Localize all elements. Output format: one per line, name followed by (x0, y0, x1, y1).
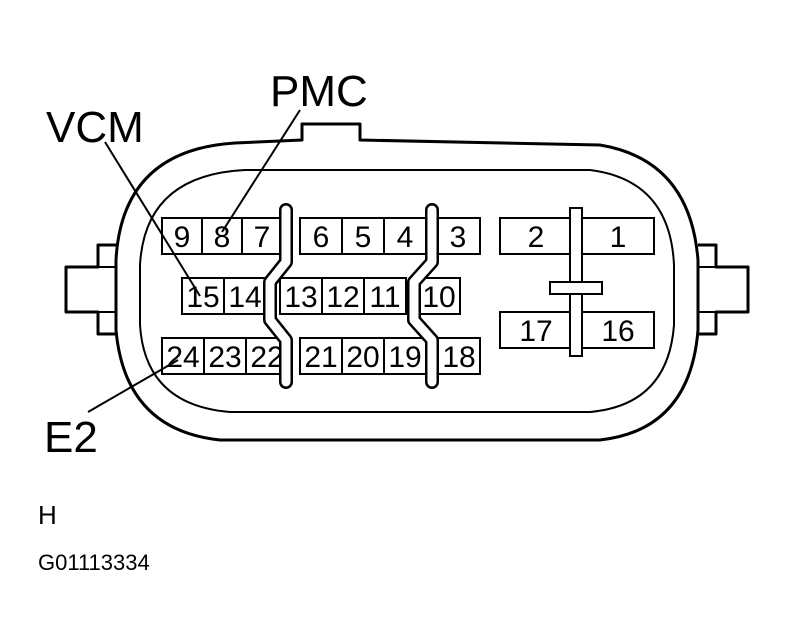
pin-1: 1 (610, 221, 627, 254)
connector-id-label: H (38, 500, 57, 530)
pin-19: 19 (388, 341, 421, 374)
pin-24: 24 (166, 341, 199, 374)
pin-cell-14 (223, 277, 267, 315)
pin-12: 12 (326, 281, 359, 314)
pin-cell-1 (581, 217, 655, 255)
pin-cell-10 (417, 277, 461, 315)
pin-14: 14 (228, 281, 261, 314)
pin-21: 21 (304, 341, 337, 374)
pin-3: 3 (450, 221, 467, 254)
pin-18: 18 (442, 341, 475, 374)
pin-cell-13 (279, 277, 323, 315)
pin-23: 23 (208, 341, 241, 374)
pin-cell-8 (201, 217, 243, 255)
pin-block-right: 2 1 17 16 (499, 207, 655, 357)
pin-cell-11 (363, 277, 407, 315)
pin-9: 9 (174, 221, 191, 254)
pin-cell-4 (383, 217, 427, 255)
pin-17: 17 (519, 315, 552, 348)
pin-7: 7 (254, 221, 271, 254)
pin-row-2: 15 14 13 12 11 10 (181, 277, 461, 315)
pin-4: 4 (397, 221, 414, 254)
figure-code: G01113334 (38, 550, 150, 575)
pin-cell-24 (161, 337, 205, 375)
pin-5: 5 (355, 221, 372, 254)
pin-22: 22 (250, 341, 283, 374)
pin-cell-2 (499, 217, 573, 255)
pin-cell-12 (321, 277, 365, 315)
e2-leader (87, 359, 179, 413)
leader-lines (87, 109, 301, 413)
pin-16: 16 (601, 315, 634, 348)
pin-20: 20 (346, 341, 379, 374)
pin-cell-23 (203, 337, 247, 375)
right-divider-crossbar (549, 281, 603, 295)
pin-cell-21 (299, 337, 343, 375)
pin-2: 2 (528, 221, 545, 254)
pmc-label: PMC (270, 67, 368, 116)
pin-6: 6 (313, 221, 330, 254)
pin-row-1: 9 8 7 6 5 4 3 (161, 217, 481, 255)
separators (263, 203, 439, 389)
vcm-label: VCM (46, 103, 144, 152)
pmc-leader (221, 109, 301, 233)
pin-11: 11 (369, 281, 400, 314)
e2-label: E2 (44, 413, 98, 462)
vcm-leader (104, 141, 201, 297)
pin-15: 15 (186, 281, 219, 314)
pin-10: 10 (422, 281, 455, 314)
pin-13: 13 (284, 281, 317, 314)
pin-8: 8 (214, 221, 231, 254)
pin-cell-20 (341, 337, 385, 375)
